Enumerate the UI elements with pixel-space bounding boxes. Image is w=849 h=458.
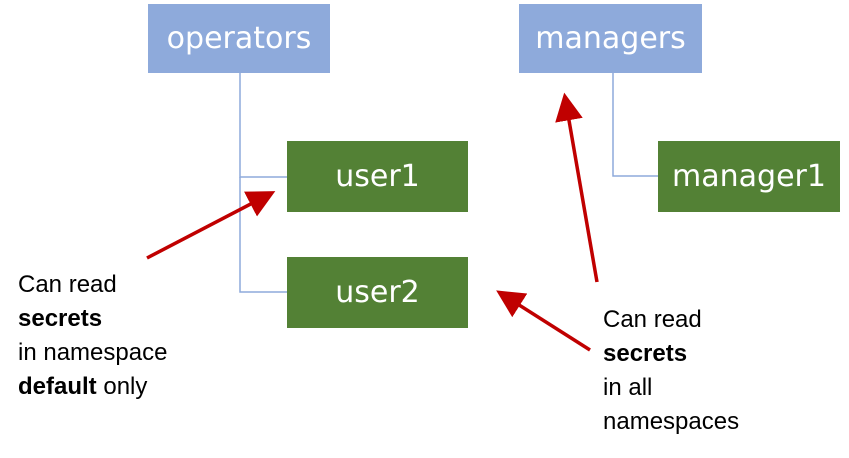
annotation-left: Can read secrets in namespace default on… [18,268,167,404]
arrow-right-to-managers [555,92,599,283]
annotation-left-line3: in namespace [18,339,168,366]
arrow-left-to-user1 [146,191,276,260]
group-operators-label: operators [166,21,312,56]
user-user1: user1 [287,141,468,212]
user-manager1: manager1 [658,141,840,212]
user-user2: user2 [287,257,468,328]
annotation-right-line4: namespaces [603,408,740,435]
connector-operators-user1 [239,73,287,178]
annotation-left-line4-bold: default [18,373,97,400]
annotation-right-line3: in all [603,374,653,401]
user-user1-label: user1 [335,159,420,194]
annotation-left-line2: secrets [18,305,103,332]
annotation-right-line2: secrets [603,340,688,367]
annotation-left-line1: Can read [18,271,117,298]
arrow-right-to-user2 [496,290,591,352]
group-managers-label: managers [535,21,686,56]
connector-operators-user2 [239,177,287,293]
group-managers: managers [519,4,702,73]
user-manager1-label: manager1 [672,159,826,194]
group-operators: operators [148,4,330,73]
user-user2-label: user2 [335,275,420,310]
annotation-left-line4-rest: only [96,373,148,400]
connector-managers-manager1 [612,73,658,177]
annotation-right-line1: Can read [603,306,702,333]
annotation-right: Can read secrets in all namespaces [603,303,739,439]
